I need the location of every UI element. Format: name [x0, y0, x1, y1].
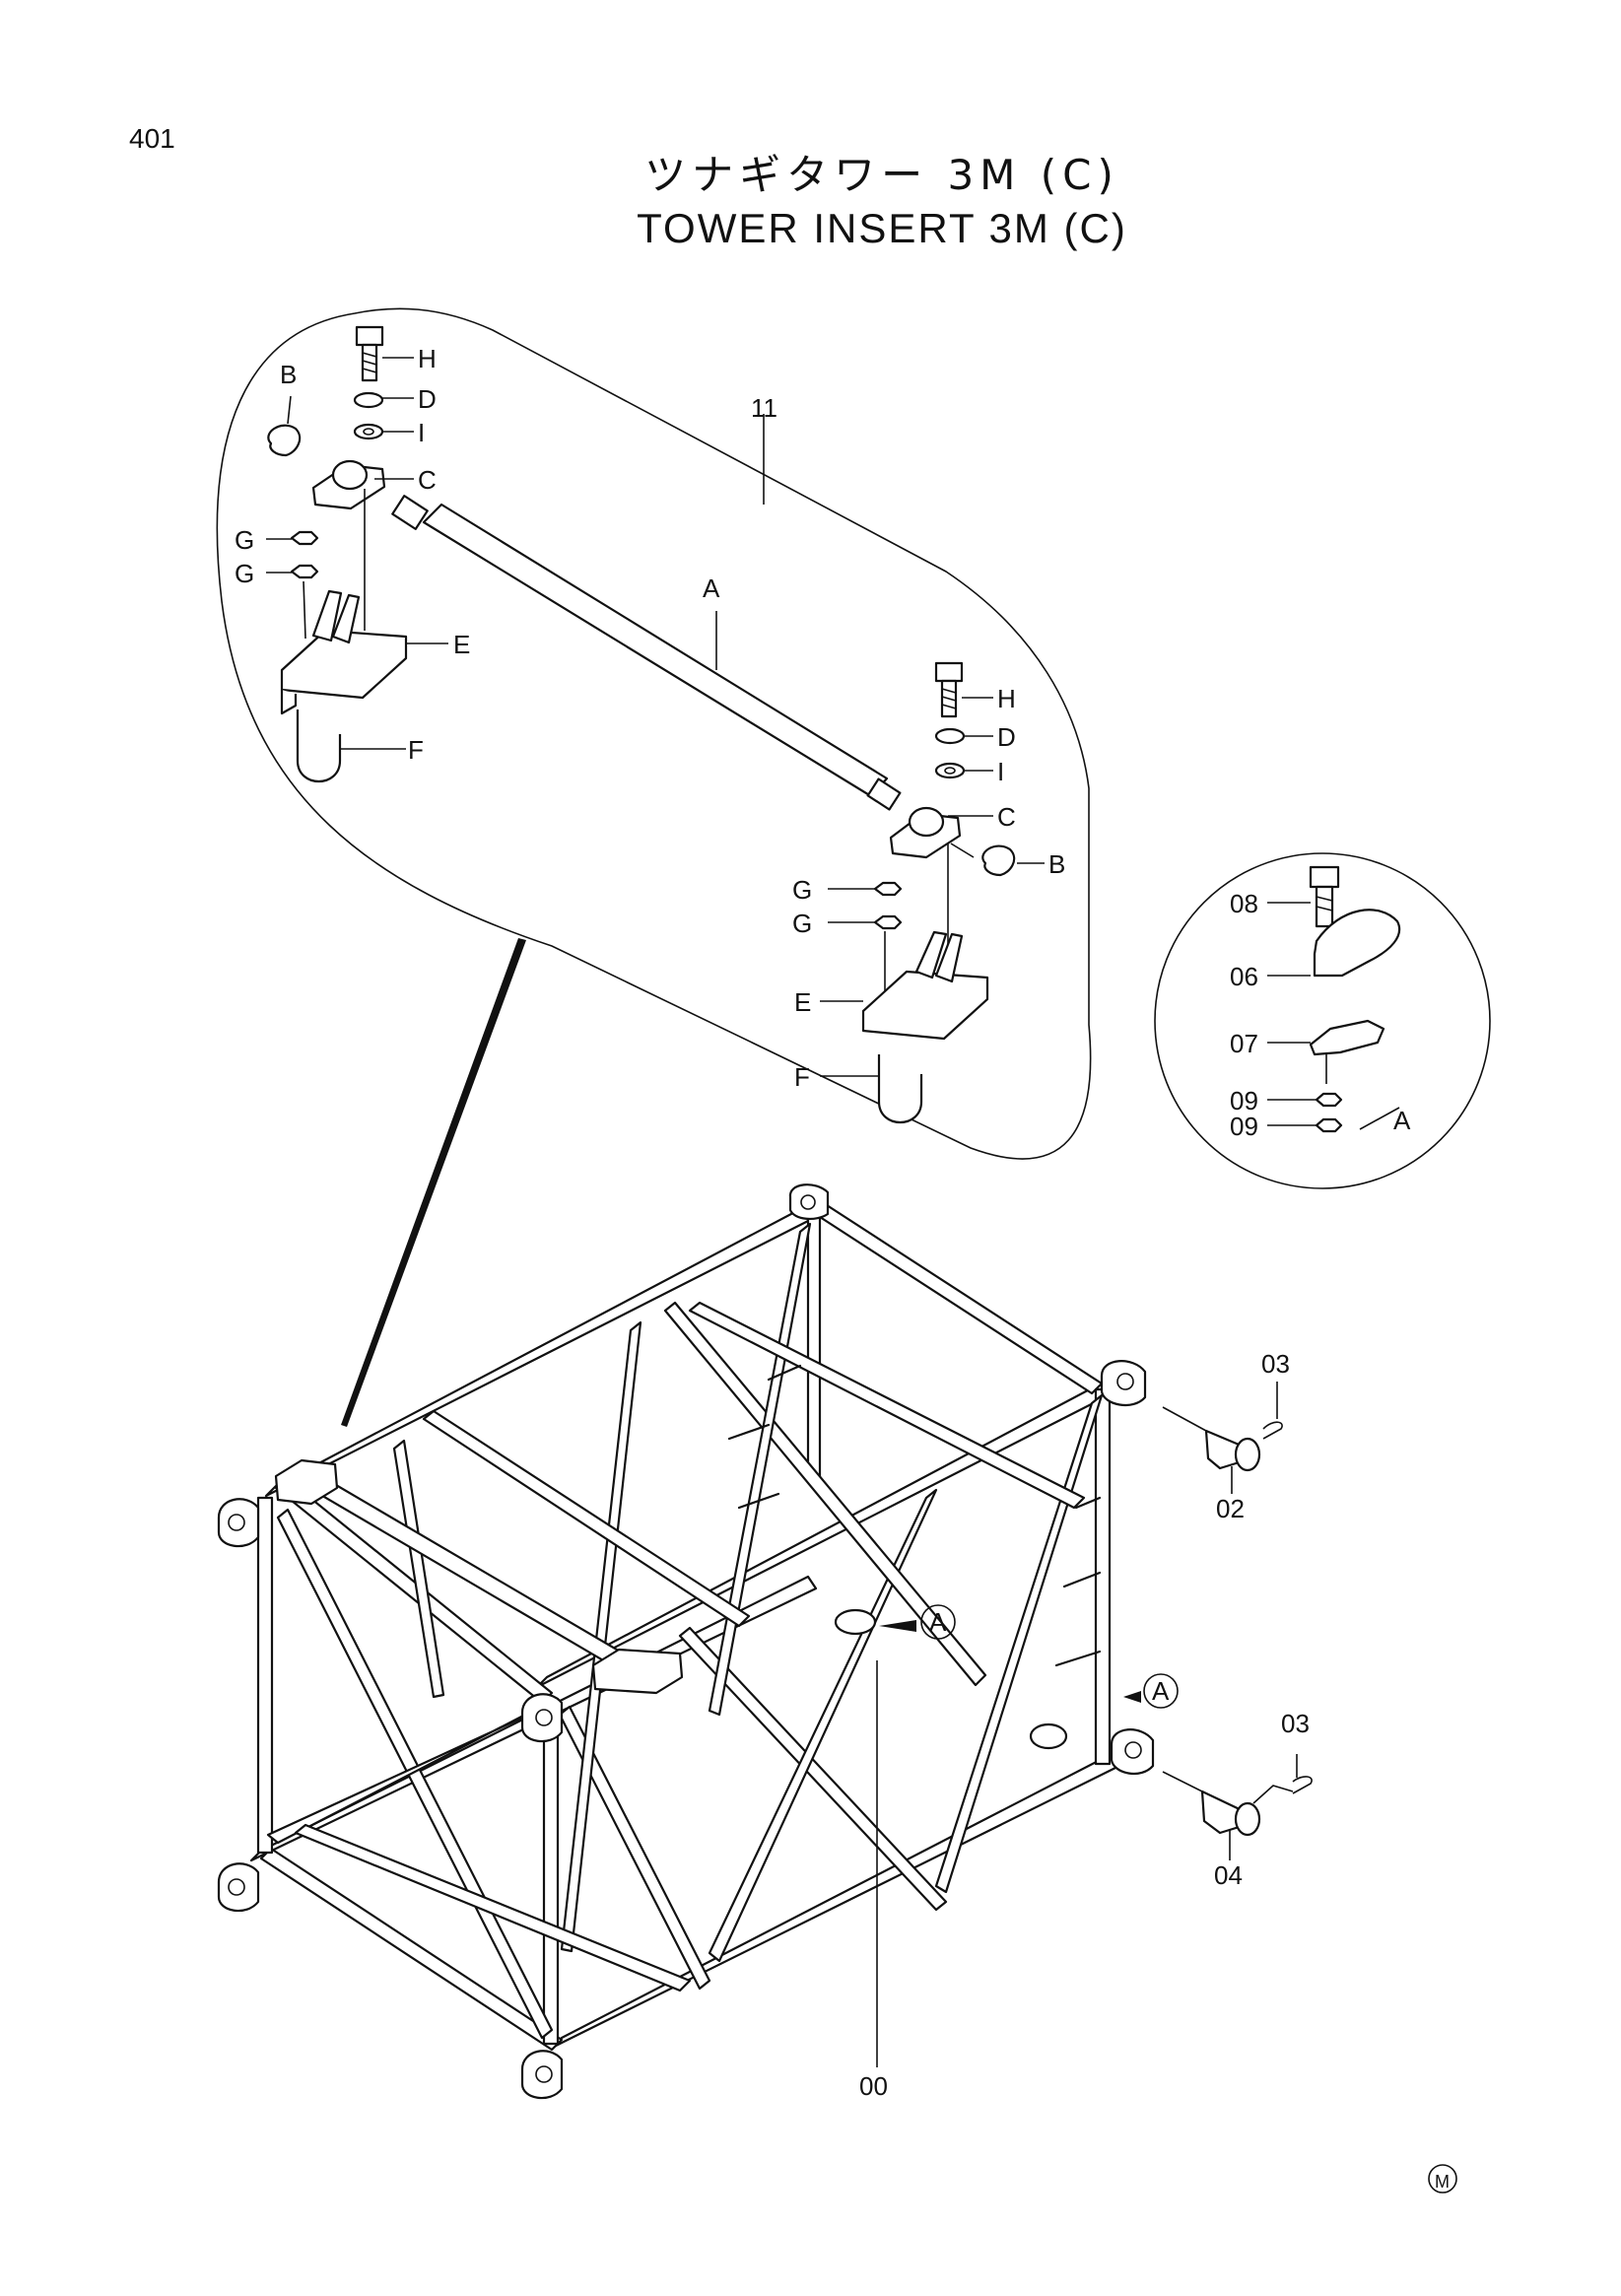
label-D-right: D — [997, 722, 1016, 752]
label-shaft-A: A — [703, 574, 720, 603]
label-B-left: B — [280, 360, 297, 389]
label-E-right: E — [794, 987, 811, 1017]
title-japanese: ツナギタワー 3M (C) — [644, 151, 1119, 199]
detail-circle-A — [1154, 852, 1491, 1189]
callout-marker-1 — [879, 1604, 956, 1640]
title-block: ツナギタワー 3M (C) TOWER INSERT 3M (C) — [0, 150, 1621, 256]
label-00: 00 — [859, 2071, 888, 2101]
label-E-left: E — [453, 630, 470, 659]
label-02: 02 — [1216, 1494, 1245, 1523]
label-F-right: F — [794, 1062, 810, 1092]
title-english: TOWER INSERT 3M (C) — [637, 205, 1127, 251]
label-G-left-2: G — [235, 559, 254, 588]
label-F-left: F — [408, 735, 424, 765]
label-I-right: I — [997, 757, 1004, 786]
label-I-left: I — [418, 418, 425, 447]
label-11: 11 — [751, 393, 777, 423]
callout-marker-2 — [1123, 1673, 1179, 1709]
label-06: 06 — [1230, 962, 1258, 991]
callout-label-1: A — [929, 1607, 947, 1637]
label-H-left: H — [418, 344, 437, 373]
label-03-lower: 03 — [1281, 1709, 1310, 1738]
label-08: 08 — [1230, 889, 1258, 918]
assembly-detail-balloon — [216, 307, 1092, 1427]
pin-02-assembly — [1162, 1382, 1283, 1494]
label-D-left: D — [418, 384, 437, 414]
label-detail-A: A — [1393, 1106, 1411, 1135]
label-C-left: C — [418, 465, 437, 495]
label-09-1: 09 — [1230, 1086, 1258, 1115]
balloon-leader-line — [341, 938, 526, 1427]
corner-mark: M — [1435, 2172, 1450, 2192]
left-end-hardware — [266, 325, 448, 783]
right-end-hardware — [820, 661, 1045, 1124]
label-03-upper: 03 — [1261, 1349, 1290, 1379]
label-H-right: H — [997, 684, 1016, 713]
label-09-2: 09 — [1230, 1112, 1258, 1141]
label-G-right-1: G — [792, 875, 812, 905]
shaft-A — [391, 495, 902, 811]
label-B-right: B — [1048, 849, 1065, 879]
corner-mark-circle — [1428, 2164, 1457, 2194]
lattice-tower-00 — [217, 1183, 1155, 2100]
label-G-left-1: G — [235, 525, 254, 555]
label-G-right-2: G — [792, 909, 812, 938]
pin-04-assembly — [1162, 1754, 1313, 1860]
page-number: 401 — [129, 123, 175, 154]
label-04: 04 — [1214, 1860, 1243, 1890]
callout-label-2: A — [1152, 1676, 1170, 1706]
label-07: 07 — [1230, 1029, 1258, 1058]
label-C-right: C — [997, 802, 1016, 832]
